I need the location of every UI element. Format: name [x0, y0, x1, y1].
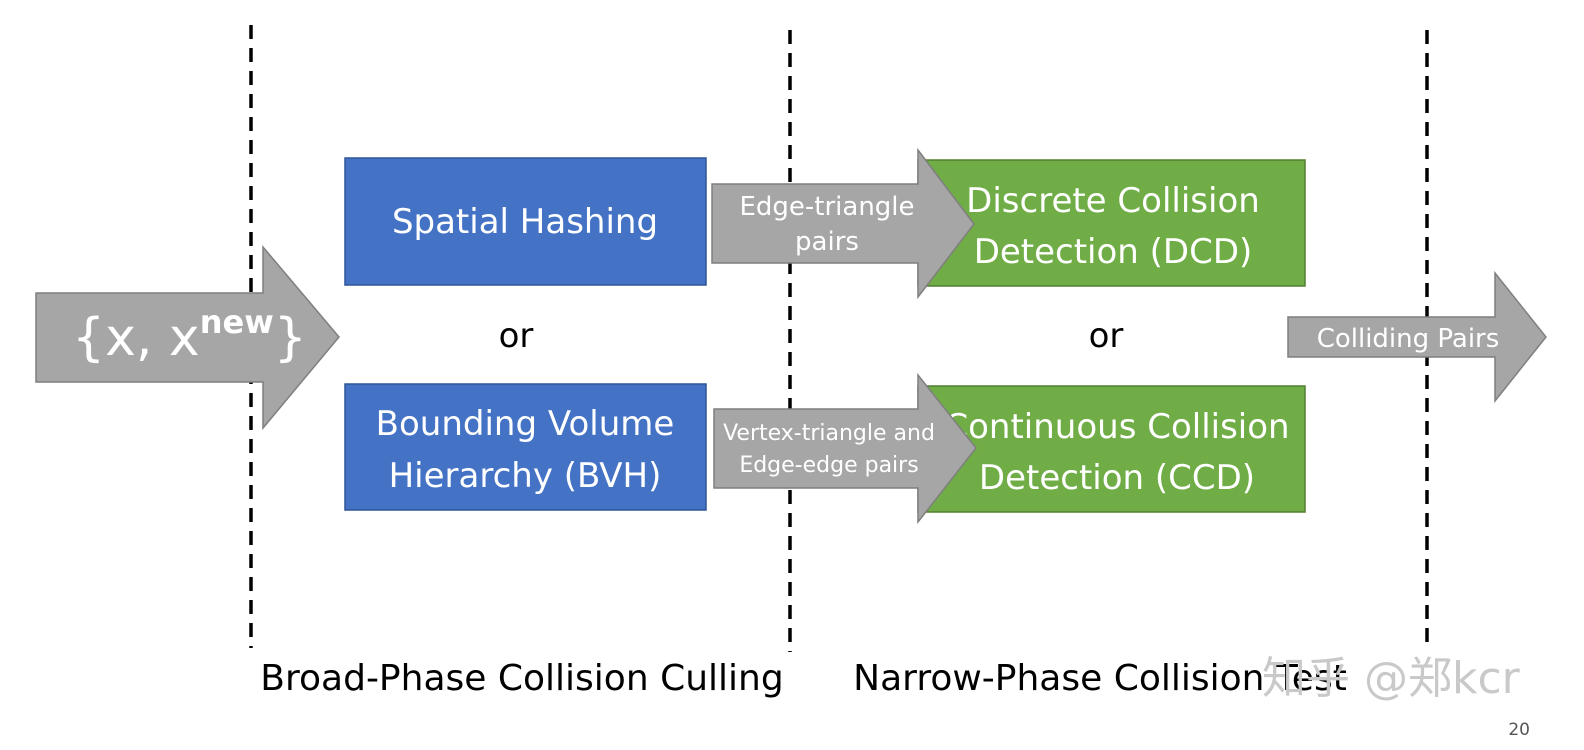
input-arrow-label: {x, xnew}: [72, 303, 307, 368]
ccd-box: [917, 385, 1306, 513]
edge-triangle-arrow-shape: [711, 147, 975, 300]
spatial-hashing-label: Spatial Hashing: [392, 202, 658, 242]
vertex-triangle-arrow-shape: [713, 372, 977, 525]
input-set-close: }: [274, 308, 307, 368]
broad-phase-caption: Broad-Phase Collision Culling: [260, 658, 783, 699]
input-arrow: {x, xnew}: [35, 244, 340, 431]
broad-phase-or: or: [499, 316, 534, 356]
input-set-superscript: new: [200, 303, 274, 341]
output-arrow-shape: [1287, 270, 1547, 404]
output-arrow-label: Colliding Pairs: [1317, 324, 1500, 354]
watermark-text: 知乎 @郑kcr: [1262, 653, 1521, 704]
bvh-box: [344, 383, 707, 511]
page-number: 20: [1508, 720, 1530, 740]
input-arrow-shape: [35, 244, 340, 431]
output-arrow: Colliding Pairs: [1287, 270, 1547, 404]
spatial-hashing-box: [344, 157, 707, 286]
dcd-box: [917, 159, 1306, 287]
input-set-open: {x, x: [72, 308, 200, 368]
narrow-phase-caption: Narrow-Phase Collision Test: [853, 658, 1347, 699]
narrow-phase-or: or: [1089, 316, 1124, 356]
